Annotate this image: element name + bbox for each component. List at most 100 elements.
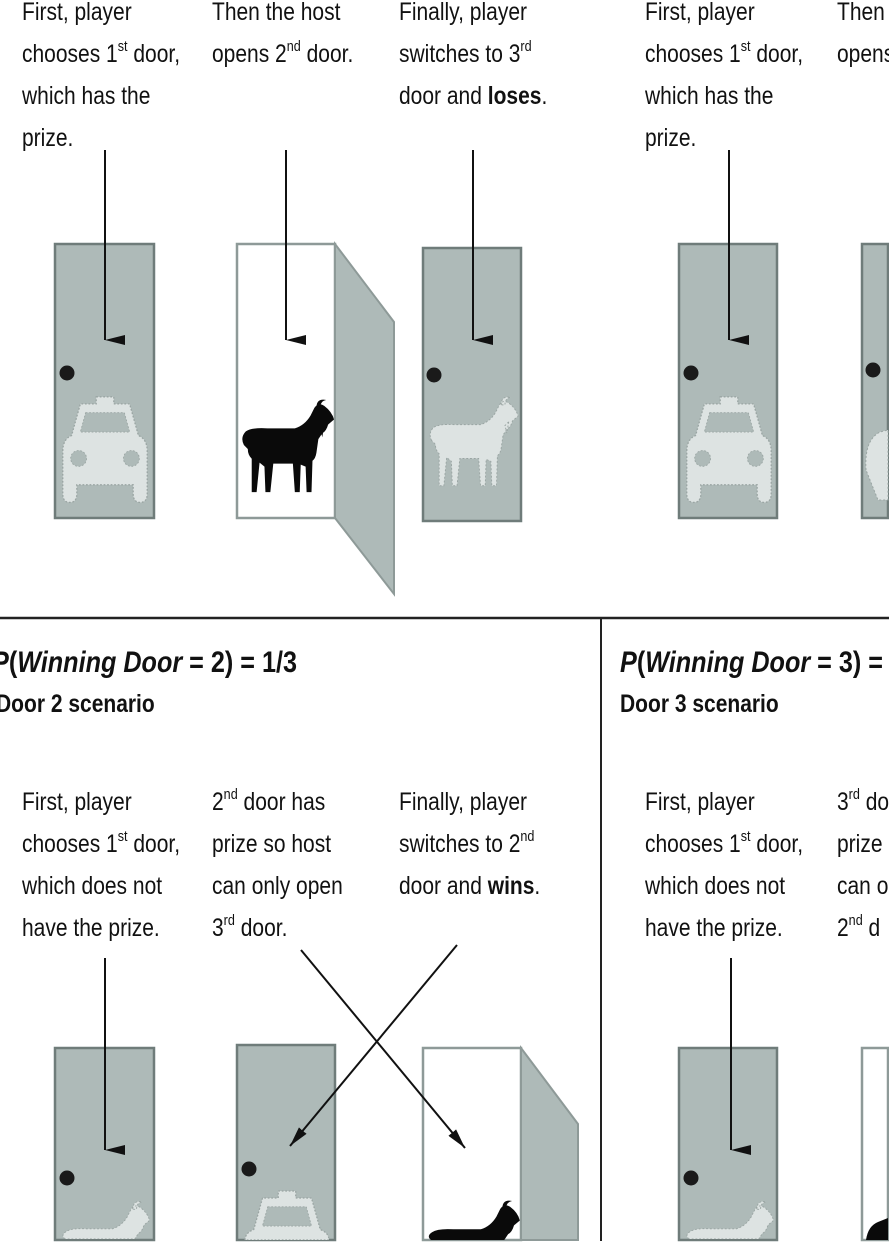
caption-line: First, player [645,781,803,823]
caption-line: prize. [645,117,803,159]
caption-line: 2nd door has [212,781,343,823]
emphasis-text: loses [487,82,542,110]
caption-line: opens 2nd door. [212,33,353,75]
caption-text: prize. [22,124,74,152]
title-paren: ( [8,646,18,679]
caption-text: First, player [22,788,132,816]
caption-text: chooses 1 [645,40,741,68]
caption-line: prize so host [212,823,343,865]
ordinal-suffix: nd [520,828,535,845]
caption-line: Finally, player [399,0,547,33]
caption-text: door, [750,40,804,68]
caption-text: door, [750,830,804,858]
caption-text: 3 [212,914,224,942]
caption-text: which has the [22,82,151,110]
caption-text: Finally, player [399,0,527,26]
caption-text: which has the [645,82,774,110]
caption-line: have the prize. [22,907,180,949]
caption-text: Then the host [212,0,341,26]
caption-line: prize [837,823,889,865]
caption-line: opens [837,33,889,75]
door-knob-icon [426,367,442,383]
caption-line: Then the host [212,0,353,33]
caption-text: 3 [837,788,849,816]
caption-line: door and loses. [399,75,547,117]
caption-top-2: Then the host opens 2nd door. [212,0,353,75]
caption-text: switches to 3 [399,40,521,68]
caption-line: First, player [22,0,180,33]
title-value: = 3) = 1 [817,646,889,679]
caption-top-5: Then opens [837,0,889,75]
caption-line: chooses 1st door, [645,823,803,865]
caption-line: door and wins. [399,865,540,907]
ordinal-suffix: rd [520,38,532,55]
caption-text: door has [237,788,326,816]
arrow [289,944,458,1147]
caption-text: Then [837,0,885,26]
caption-line: Then [837,0,889,33]
title-value: = 2) = 1/3 [182,646,298,679]
ordinal-suffix: st [117,38,128,55]
caption-line: chooses 1st door, [22,823,180,865]
caption-line: prize. [22,117,180,159]
bottom-door-3-open-goat [421,1045,579,1242]
scenario-subtitle-door-2: Door 2 scenario [0,690,155,718]
caption-text: chooses 1 [22,830,118,858]
door-knob-icon [59,1170,75,1186]
caption-line: switches to 2nd [399,823,540,865]
ordinal-suffix: st [740,828,751,845]
caption-text: door. [300,40,354,68]
bottom-door-2-closed-car [235,1043,337,1242]
ordinal-suffix: st [117,828,128,845]
caption-text: can o [837,872,889,900]
caption-line: can o [837,865,889,907]
title-paren: ( [636,646,646,679]
caption-line: which has the [22,75,180,117]
arrow [300,949,466,1149]
goat-ghost-icon [865,429,889,501]
caption-door2-1: First, player chooses 1st door, which does… [22,781,180,949]
caption-text: opens 2 [212,40,287,68]
caption-text: door and [399,872,488,900]
door-knob-icon [683,365,699,381]
caption-text: . [541,82,548,110]
bottom-door-4-closed-goat [677,1046,779,1242]
caption-text: 2 [837,914,849,942]
caption-line: switches to 3rd [399,33,547,75]
caption-line: which does not [645,865,803,907]
caption-line: which does not [22,865,180,907]
caption-text: which does not [645,872,786,900]
caption-text: door. [234,914,288,942]
caption-line: 2nd d [837,907,889,949]
ordinal-suffix: nd [848,912,863,929]
caption-text: d [862,914,881,942]
caption-text: can only open [212,872,343,900]
caption-text: which does not [22,872,163,900]
caption-text: opens [837,40,889,68]
ordinal-suffix: nd [286,38,301,55]
caption-text: have the prize. [22,914,160,942]
top-door-5-closed-goat [860,242,889,520]
caption-text: door, [127,40,181,68]
caption-line: 3rd door. [212,907,343,949]
bottom-door-5-open-goat [860,1046,889,1242]
ordinal-suffix: nd [223,786,238,803]
caption-line: Finally, player [399,781,540,823]
caption-text: 2 [212,788,224,816]
caption-text: prize so host [212,830,332,858]
caption-text: Finally, player [399,788,527,816]
caption-text: do [859,788,889,816]
door-knob-icon [865,362,881,378]
caption-text: . [534,872,541,900]
ordinal-suffix: st [740,38,751,55]
title-variable: Winning Door [645,646,811,679]
caption-line: 3rd do [837,781,889,823]
caption-text: prize. [645,124,697,152]
caption-line: have the prize. [645,907,803,949]
